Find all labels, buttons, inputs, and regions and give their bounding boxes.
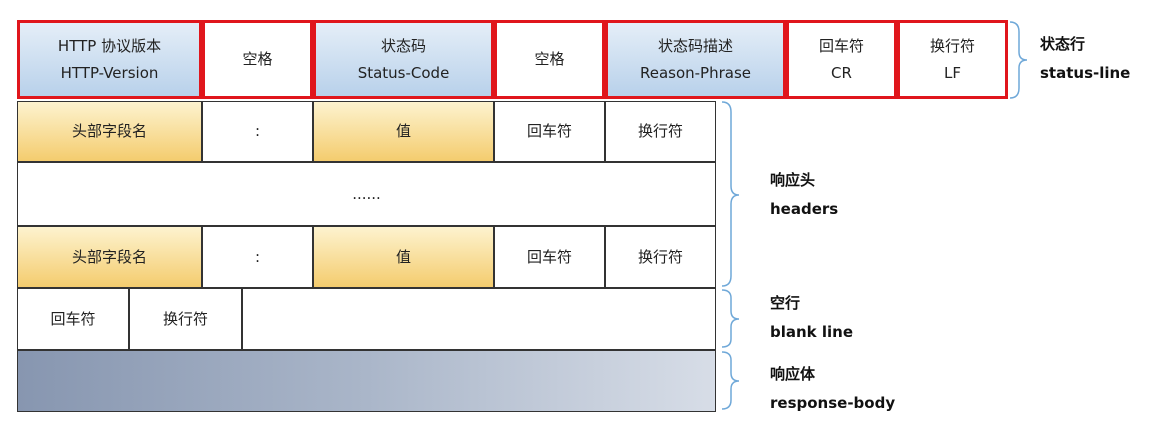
header-value-cell: 值	[313, 101, 494, 162]
blank-line-remainder	[242, 288, 716, 350]
response-body-label: 响应体 response-body	[770, 360, 895, 418]
status-line-red-outline-1	[17, 20, 202, 99]
header-field-name-cell: 头部字段名	[17, 101, 202, 162]
cell-text: 回车符	[526, 122, 572, 140]
response-body-brace	[721, 351, 740, 410]
header-colon-cell: :	[202, 226, 313, 288]
cell-text: 值	[395, 247, 411, 266]
status-line-label: 状态行 status-line	[1040, 30, 1130, 88]
status-http-version-cell: HTTP 协议版本 HTTP-Version	[17, 20, 202, 99]
cell-text: 值	[395, 122, 411, 140]
cell-text-cn: 换行符	[929, 36, 975, 55]
label-en: response-body	[770, 394, 896, 412]
cell-text-cn: 空格	[242, 50, 273, 68]
header-colon-cell: :	[202, 101, 313, 162]
status-line-red-outline-2	[313, 20, 494, 99]
response-body-block	[17, 350, 716, 412]
header-field-name-cell: 头部字段名	[17, 226, 202, 288]
status-cr-cell: 回车符 CR	[786, 20, 897, 99]
cell-text-en: CR	[831, 63, 852, 82]
status-space-cell: 空格	[202, 20, 313, 99]
header-ellipsis-row: ......	[17, 162, 716, 226]
cell-text: 换行符	[162, 309, 208, 328]
blank-line-lf-cell: 换行符	[129, 288, 242, 350]
label-cn: 响应头	[770, 171, 816, 189]
ellipsis-text: ......	[352, 184, 381, 203]
cell-text: :	[254, 247, 261, 266]
status-line-red-outline-3	[605, 20, 786, 99]
headers-brace	[721, 101, 740, 287]
cell-text-en: HTTP-Version	[60, 63, 159, 82]
headers-label: 响应头 headers	[770, 166, 838, 224]
label-cn: 空行	[770, 294, 801, 312]
header-lf-cell: 换行符	[605, 226, 716, 288]
cell-text-cn: 空格	[534, 50, 565, 68]
blank-line-brace	[721, 289, 740, 348]
cell-text: :	[254, 122, 261, 140]
cell-text-en: Reason-Phrase	[639, 63, 752, 82]
header-cr-cell: 回车符	[494, 101, 605, 162]
cell-text: 换行符	[637, 247, 683, 266]
status-line-brace	[1009, 21, 1028, 99]
cell-text-cn: 状态码描述	[657, 36, 733, 55]
cell-text-cn: 回车符	[818, 36, 864, 55]
label-cn: 响应体	[770, 365, 816, 383]
cell-text-en: LF	[944, 63, 961, 82]
cell-text-cn: HTTP 协议版本	[57, 36, 162, 55]
blank-line-label: 空行 blank line	[770, 289, 853, 347]
cell-text: 回车符	[526, 247, 572, 266]
label-en: blank line	[770, 323, 854, 341]
cell-text: 换行符	[637, 122, 683, 140]
cell-text: 头部字段名	[71, 247, 147, 266]
label-en: headers	[770, 200, 839, 218]
cell-text: 头部字段名	[71, 122, 147, 140]
cell-text: 回车符	[50, 309, 96, 328]
label-en: status-line	[1040, 64, 1131, 82]
blank-line-cr-cell: 回车符	[17, 288, 129, 350]
header-cr-cell: 回车符	[494, 226, 605, 288]
status-lf-cell: 换行符 LF	[897, 20, 1008, 99]
cell-text-en: Status-Code	[357, 63, 450, 82]
status-space-cell-2: 空格	[494, 20, 605, 99]
label-cn: 状态行	[1040, 35, 1086, 53]
header-lf-cell: 换行符	[605, 101, 716, 162]
cell-text-cn: 状态码	[380, 36, 426, 55]
header-value-cell: 值	[313, 226, 494, 288]
